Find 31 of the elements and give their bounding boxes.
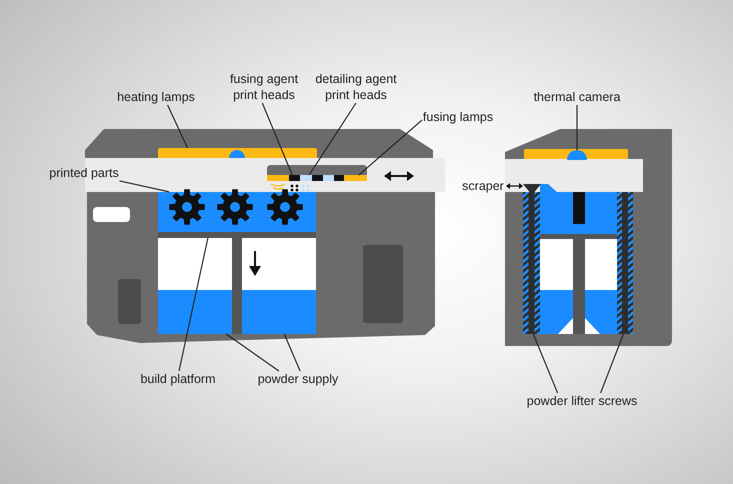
gear <box>169 189 205 225</box>
leader-line <box>576 105 578 150</box>
gear <box>217 189 253 225</box>
part-label: detailing agent print heads <box>314 71 398 103</box>
gear <box>267 189 303 225</box>
print-head <box>300 175 312 181</box>
powder-bed <box>242 290 316 334</box>
leader-line <box>358 120 422 176</box>
leader-line <box>119 180 170 192</box>
part-label: thermal camera <box>533 89 621 105</box>
leader-line <box>308 102 356 176</box>
leader-line <box>284 334 301 372</box>
part-label: powder lifter screws <box>526 393 638 409</box>
print-head <box>289 175 300 181</box>
leader-line <box>178 238 208 372</box>
part-label: scraper <box>462 178 504 194</box>
part-label: heating lamps <box>116 89 196 105</box>
build-platform <box>158 232 316 238</box>
powder-bed <box>158 290 232 334</box>
leader-line <box>226 334 280 372</box>
part-label: build platform <box>140 371 216 387</box>
lamp-strip <box>344 175 367 181</box>
heating-lamp <box>158 148 317 158</box>
leader-line <box>262 102 293 176</box>
part-label: fusing lamps <box>422 109 494 125</box>
lifter-screw <box>523 192 540 334</box>
part-label: powder supply <box>257 371 339 387</box>
part-label: printed parts <box>48 165 120 181</box>
lifter-screw <box>617 192 633 334</box>
leader-line <box>167 104 188 148</box>
part-label: fusing agent print heads <box>229 71 299 103</box>
